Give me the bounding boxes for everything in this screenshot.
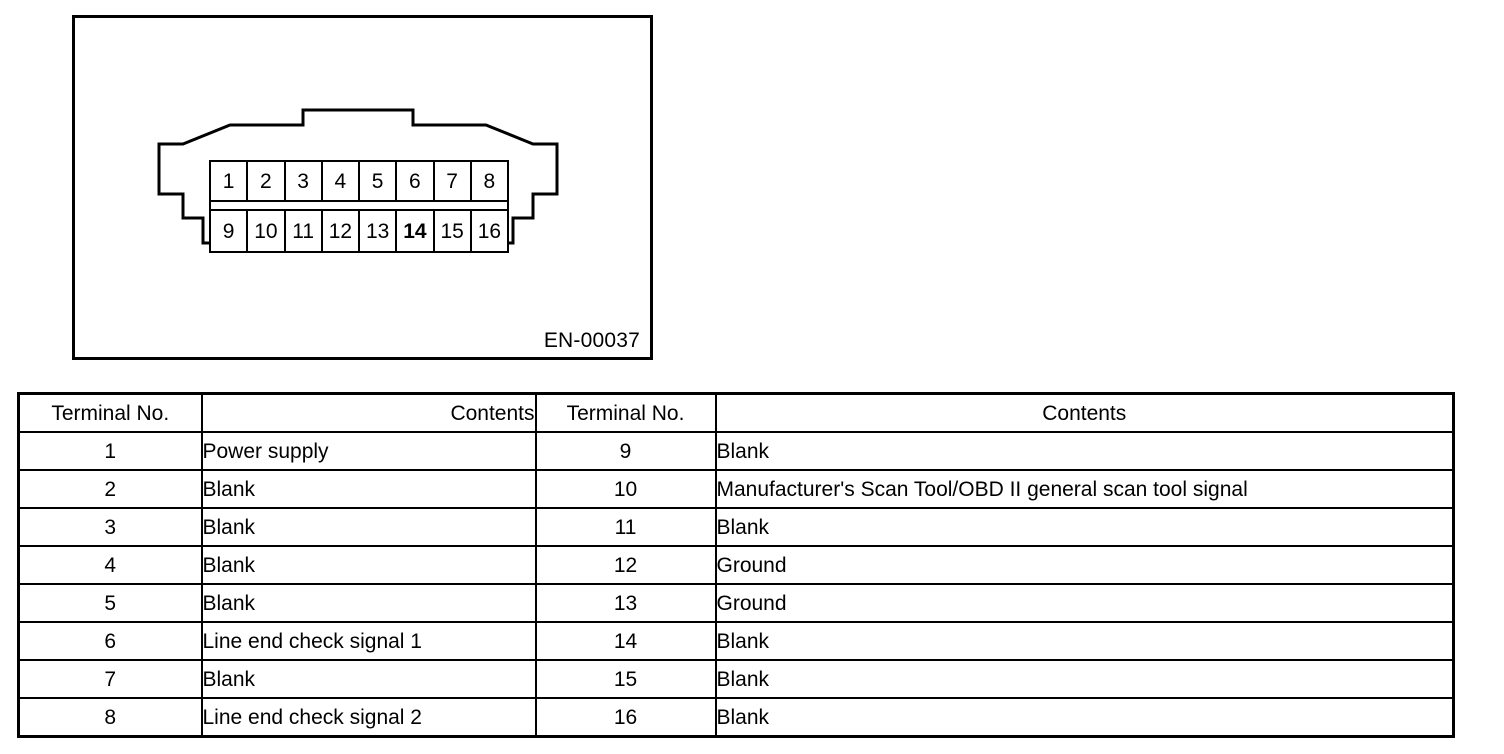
cell-terminal-right: 16 [534, 697, 717, 738]
table-row: 6 Line end check signal 1 14 Blank [17, 621, 1455, 661]
cell-terminal-left: 1 [17, 431, 203, 471]
table-body: 1 Power supply 9 Blank 2 Blank 10 Manufa… [17, 431, 1455, 738]
pin-number-grid: 1 2 3 4 5 6 7 8 9 10 11 12 13 14 15 16 [209, 160, 509, 253]
terminal-assignment-table: Terminal No. Contents Terminal No. Conte… [17, 392, 1455, 738]
cell-contents-left: Blank [200, 507, 537, 547]
table-row: 8 Line end check signal 2 16 Blank [17, 697, 1455, 738]
cell-terminal-right: 12 [534, 545, 717, 585]
cell-contents-left: Blank [200, 545, 537, 585]
pin-row-divider [211, 200, 507, 211]
cell-contents-left: Blank [200, 659, 537, 699]
cell-contents-left: Blank [200, 583, 537, 623]
pin-cell-11: 11 [285, 211, 323, 251]
cell-contents-right: Blank [714, 697, 1455, 738]
cell-terminal-left: 6 [17, 621, 203, 661]
cell-terminal-left: 2 [17, 469, 203, 509]
cell-terminal-right: 11 [534, 507, 717, 547]
pin-cell-6: 6 [397, 162, 435, 200]
figure-caption: EN-00037 [543, 329, 640, 352]
pin-cell-16: 16 [471, 211, 507, 251]
cell-terminal-left: 7 [17, 659, 203, 699]
pin-cell-4: 4 [322, 162, 360, 200]
cell-terminal-right: 14 [534, 621, 717, 661]
cell-contents-left: Line end check signal 2 [200, 697, 537, 738]
table-row: 4 Blank 12 Ground [17, 545, 1455, 585]
header-contents-left: Contents [200, 392, 537, 433]
table-header: Terminal No. Contents Terminal No. Conte… [17, 392, 1455, 433]
cell-terminal-right: 13 [534, 583, 717, 623]
pin-row-bottom: 9 10 11 12 13 14 15 16 [211, 211, 507, 251]
table-row: 3 Blank 11 Blank [17, 507, 1455, 547]
table-row: 5 Blank 13 Ground [17, 583, 1455, 623]
pin-cell-13: 13 [360, 211, 398, 251]
pin-cell-15: 15 [434, 211, 472, 251]
cell-contents-right: Manufacturer's Scan Tool/OBD II general … [714, 469, 1455, 509]
cell-contents-right: Blank [714, 659, 1455, 699]
pin-cell-7: 7 [434, 162, 472, 200]
cell-terminal-right: 15 [534, 659, 717, 699]
pin-cell-2: 2 [248, 162, 286, 200]
cell-terminal-left: 8 [17, 697, 203, 738]
cell-contents-left: Line end check signal 1 [200, 621, 537, 661]
pin-cell-9: 9 [211, 211, 249, 251]
pin-cell-1: 1 [211, 162, 249, 200]
cell-contents-right: Ground [714, 583, 1455, 623]
header-terminal-no-right: Terminal No. [534, 392, 717, 433]
header-contents-right: Contents [714, 392, 1455, 433]
pin-cell-3: 3 [285, 162, 323, 200]
pin-cell-10: 10 [248, 211, 286, 251]
cell-contents-right: Ground [714, 545, 1455, 585]
cell-terminal-left: 5 [17, 583, 203, 623]
header-terminal-no-left: Terminal No. [17, 392, 203, 433]
table-row: 2 Blank 10 Manufacturer's Scan Tool/OBD … [17, 469, 1455, 509]
pin-cell-12: 12 [322, 211, 360, 251]
table-row: 7 Blank 15 Blank [17, 659, 1455, 699]
cell-contents-right: Blank [714, 621, 1455, 661]
cell-contents-right: Blank [714, 507, 1455, 547]
connector-figure-box: 1 2 3 4 5 6 7 8 9 10 11 12 13 14 15 16 E… [72, 15, 653, 360]
cell-terminal-right: 10 [534, 469, 717, 509]
cell-contents-right: Blank [714, 431, 1455, 471]
pin-row-top: 1 2 3 4 5 6 7 8 [211, 162, 507, 200]
cell-contents-left: Blank [200, 469, 537, 509]
cell-terminal-left: 3 [17, 507, 203, 547]
pin-cell-8: 8 [471, 162, 507, 200]
cell-terminal-right: 9 [534, 431, 717, 471]
cell-terminal-left: 4 [17, 545, 203, 585]
table-header-row: Terminal No. Contents Terminal No. Conte… [17, 392, 1455, 433]
pin-cell-5: 5 [360, 162, 398, 200]
cell-contents-left: Power supply [200, 431, 537, 471]
table-row: 1 Power supply 9 Blank [17, 431, 1455, 471]
terminal-table-container: Terminal No. Contents Terminal No. Conte… [17, 392, 1455, 738]
pin-cell-14: 14 [397, 211, 435, 251]
